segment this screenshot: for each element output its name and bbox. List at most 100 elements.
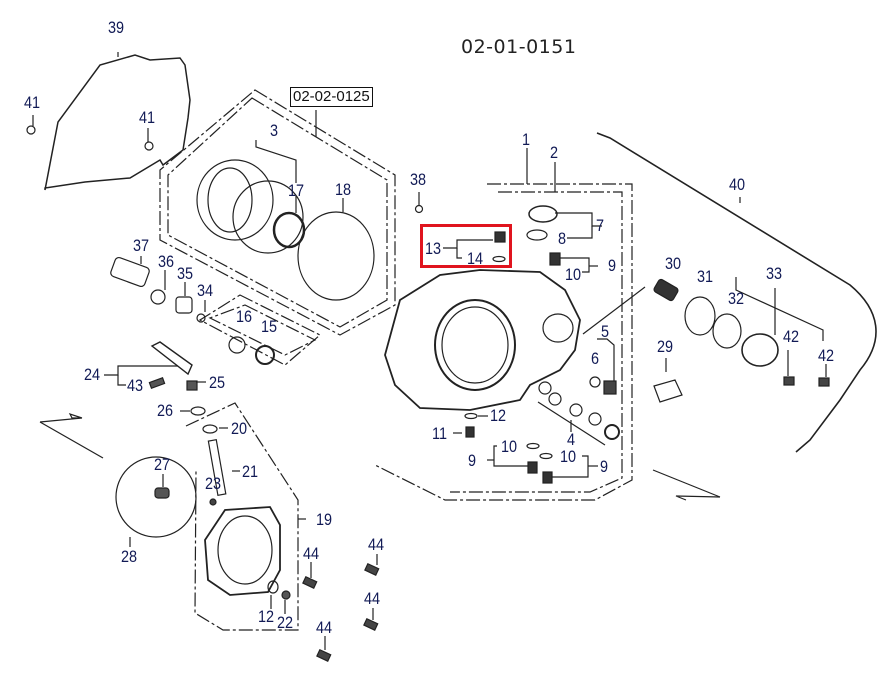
callout-16[interactable]: 16: [236, 307, 253, 326]
spring-25[interactable]: [186, 380, 198, 391]
callout-35[interactable]: 35: [177, 264, 194, 283]
callout-40[interactable]: 40: [729, 175, 746, 194]
callout-42[interactable]: 42: [818, 346, 835, 365]
o-ring-28[interactable]: [115, 456, 197, 538]
bolt-44c[interactable]: [363, 617, 379, 631]
bearing-15[interactable]: [255, 345, 275, 365]
filter-cover-33[interactable]: [741, 333, 779, 367]
callout-5[interactable]: 5: [601, 322, 610, 341]
o-ring-18[interactable]: [297, 211, 375, 301]
callout-9[interactable]: 9: [600, 457, 609, 476]
callout-20[interactable]: 20: [231, 419, 248, 438]
bolt-43[interactable]: [148, 377, 166, 389]
callout-44[interactable]: 44: [316, 618, 333, 637]
bolt-44d[interactable]: [316, 648, 332, 662]
callout-15[interactable]: 15: [261, 317, 278, 336]
callout-3[interactable]: 3: [270, 121, 279, 140]
drain-plug-9c[interactable]: [542, 471, 553, 484]
callout-18[interactable]: 18: [335, 180, 352, 199]
callout-27[interactable]: 27: [154, 455, 171, 474]
circlip-16[interactable]: [228, 336, 246, 354]
bolt-42a[interactable]: [783, 376, 795, 386]
callout-12[interactable]: 12: [490, 406, 507, 425]
oil-filter-spring-30[interactable]: [653, 278, 679, 302]
screw-23[interactable]: [209, 498, 217, 506]
callout-31[interactable]: 31: [697, 267, 714, 286]
callout-43[interactable]: 43: [127, 376, 144, 395]
callout-37[interactable]: 37: [133, 236, 150, 255]
washer-26[interactable]: [190, 406, 206, 416]
lever-24[interactable]: [150, 341, 193, 376]
callout-19[interactable]: 19: [316, 510, 333, 529]
ring-34[interactable]: [196, 313, 206, 323]
callout-10[interactable]: 10: [565, 265, 582, 284]
callout-41[interactable]: 41: [24, 93, 41, 112]
callout-1[interactable]: 1: [522, 130, 531, 149]
nut-35[interactable]: [175, 296, 193, 314]
bolt-42b[interactable]: [818, 377, 830, 387]
callout-42[interactable]: 42: [783, 327, 800, 346]
callout-12[interactable]: 12: [258, 607, 275, 626]
oil-filter-31[interactable]: [684, 296, 716, 336]
callout-6[interactable]: 6: [591, 349, 600, 368]
callout-4[interactable]: 4: [567, 430, 576, 449]
callout-25[interactable]: 25: [209, 373, 226, 392]
dowel-pin-41b[interactable]: [144, 141, 154, 151]
callout-30[interactable]: 30: [665, 254, 682, 273]
callout-44[interactable]: 44: [368, 535, 385, 554]
callout-28[interactable]: 28: [121, 547, 138, 566]
callout-32[interactable]: 32: [728, 289, 745, 308]
callout-33[interactable]: 33: [766, 264, 783, 283]
plug-5[interactable]: [603, 380, 617, 395]
bolt-44a[interactable]: [302, 575, 318, 589]
washer-36[interactable]: [150, 289, 166, 305]
crankcase-cover-1[interactable]: [384, 269, 581, 411]
seal-20[interactable]: [202, 424, 218, 434]
clutch-drum-3[interactable]: [196, 159, 274, 241]
shaft-21[interactable]: [207, 439, 227, 496]
callout-24[interactable]: 24: [84, 365, 101, 384]
bolt-13[interactable]: [494, 231, 506, 243]
drain-plug-9b[interactable]: [527, 461, 538, 474]
gasket-39[interactable]: [44, 54, 191, 191]
shaft-37[interactable]: [110, 256, 151, 288]
impeller-27[interactable]: [154, 487, 170, 499]
callout-34[interactable]: 34: [197, 281, 214, 300]
drain-plug-9a[interactable]: [549, 252, 561, 266]
callout-22[interactable]: 22: [277, 613, 294, 632]
callout-2[interactable]: 2: [550, 143, 559, 162]
o-ring-6[interactable]: [589, 376, 601, 388]
callout-23[interactable]: 23: [205, 474, 222, 493]
callout-7[interactable]: 7: [596, 216, 605, 235]
callout-9[interactable]: 9: [468, 451, 477, 470]
callout-44[interactable]: 44: [303, 544, 320, 563]
callout-9[interactable]: 9: [608, 256, 617, 275]
washer-14[interactable]: [492, 255, 506, 263]
oil-seal-17[interactable]: [272, 211, 306, 249]
callout-26[interactable]: 26: [157, 401, 174, 420]
callout-10[interactable]: 10: [560, 447, 577, 466]
bracket-29[interactable]: [653, 379, 683, 403]
clutch-cable-40[interactable]: [596, 132, 877, 453]
callout-21[interactable]: 21: [242, 462, 259, 481]
filler-cap-7[interactable]: [528, 205, 558, 223]
bolt-44b[interactable]: [364, 562, 380, 576]
callout-11[interactable]: 11: [432, 424, 448, 443]
dowel-pin-41a[interactable]: [26, 125, 36, 135]
callout-44[interactable]: 44: [364, 589, 381, 608]
callout-36[interactable]: 36: [158, 252, 175, 271]
callout-14[interactable]: 14: [467, 249, 484, 268]
pump-cover-19[interactable]: [204, 506, 281, 596]
callout-8[interactable]: 8: [558, 229, 567, 248]
subassembly-ref[interactable]: 02-02-0125: [290, 87, 373, 107]
bolt-11[interactable]: [465, 426, 475, 438]
callout-10[interactable]: 10: [501, 437, 518, 456]
callout-38[interactable]: 38: [410, 170, 427, 189]
callout-13[interactable]: 13: [425, 239, 442, 258]
o-ring-8[interactable]: [526, 229, 548, 241]
callout-17[interactable]: 17: [288, 181, 305, 200]
callout-29[interactable]: 29: [657, 337, 674, 356]
callout-41[interactable]: 41: [139, 108, 156, 127]
callout-39[interactable]: 39: [108, 18, 125, 37]
washer-12a[interactable]: [464, 412, 478, 420]
